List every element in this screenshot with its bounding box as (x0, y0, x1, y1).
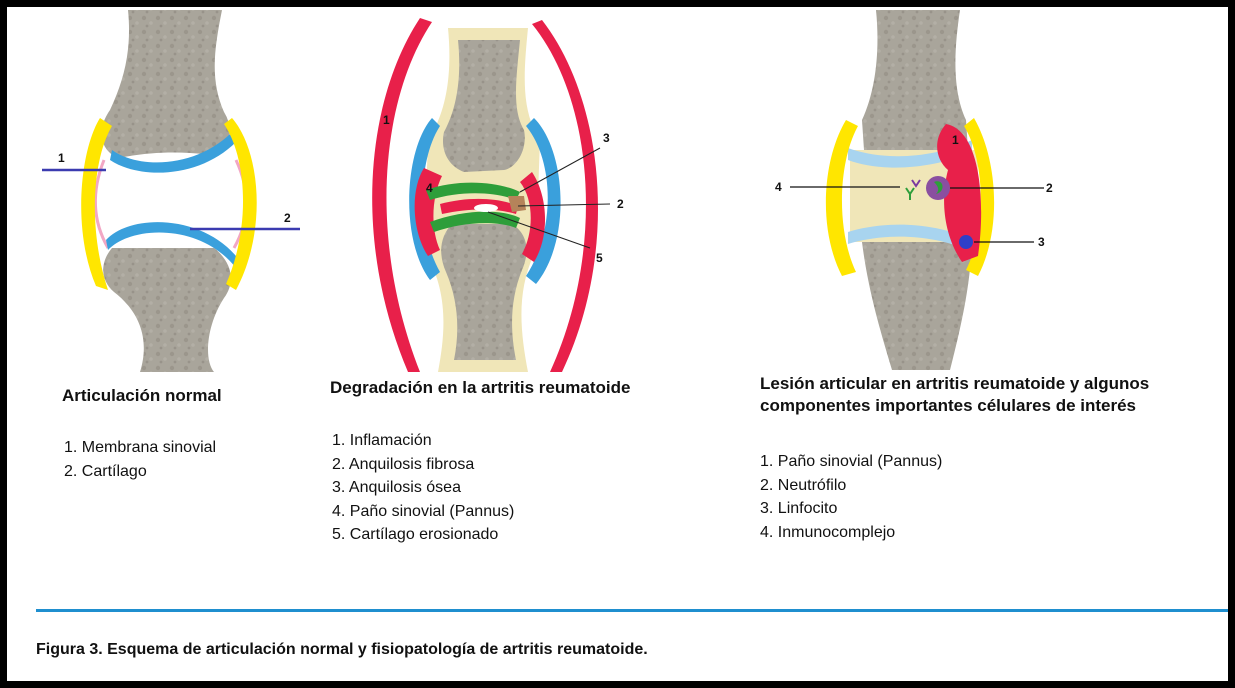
title-line: Lesión articular en artritis reumatoide … (760, 373, 1149, 395)
list-item: 2. Anquilosis fibrosa (332, 453, 514, 477)
marker-2: 2 (617, 197, 624, 211)
list-item: 2. Cartílago (64, 460, 216, 484)
lymphocyte (959, 235, 973, 249)
marker-3: 3 (1038, 235, 1045, 249)
title-line: componentes importantes célulares de int… (760, 395, 1149, 417)
list-item: 4. Paño sinovial (Pannus) (332, 500, 514, 524)
list-item: 1. Inflamación (332, 429, 514, 453)
lesion-joint: 1 2 3 4 (775, 10, 1053, 370)
marker-5: 5 (596, 251, 603, 265)
marker-2: 2 (284, 211, 291, 225)
divider-rule (36, 609, 1228, 612)
degraded-joint: 1 2 3 4 5 (372, 18, 624, 372)
list-item: 5. Cartílago erosionado (332, 523, 514, 547)
marker-1: 1 (383, 113, 390, 127)
normal-joint: 1 2 (42, 10, 300, 372)
list-item: 3. Linfocito (760, 497, 942, 521)
list-item: 4. Inmunocomplejo (760, 521, 942, 545)
panel-3-list: 1. Paño sinovial (Pannus) 2. Neutrófilo … (760, 450, 942, 544)
list-item: 2. Neutrófilo (760, 474, 942, 498)
panel-3-title: Lesión articular en artritis reumatoide … (760, 373, 1149, 417)
marker-3: 3 (603, 131, 610, 145)
list-item: 1. Paño sinovial (Pannus) (760, 450, 942, 474)
marker-2: 2 (1046, 181, 1053, 195)
marker-1: 1 (952, 133, 959, 147)
panel-1-list: 1. Membrana sinovial 2. Cartílago (64, 436, 216, 483)
panel-2-list: 1. Inflamación 2. Anquilosis fibrosa 3. … (332, 429, 514, 547)
list-item: 3. Anquilosis ósea (332, 476, 514, 500)
panel-2-title: Degradación en la artritis reumatoide (330, 377, 630, 399)
marker-1: 1 (58, 151, 65, 165)
upper-bone (102, 10, 230, 158)
figure-caption: Figura 3. Esquema de articulación normal… (36, 641, 648, 659)
marker-4: 4 (426, 181, 433, 195)
marker-4: 4 (775, 180, 782, 194)
panel-1-title: Articulación normal (62, 385, 222, 407)
list-item: 1. Membrana sinovial (64, 436, 216, 460)
lower-bone (103, 248, 231, 372)
